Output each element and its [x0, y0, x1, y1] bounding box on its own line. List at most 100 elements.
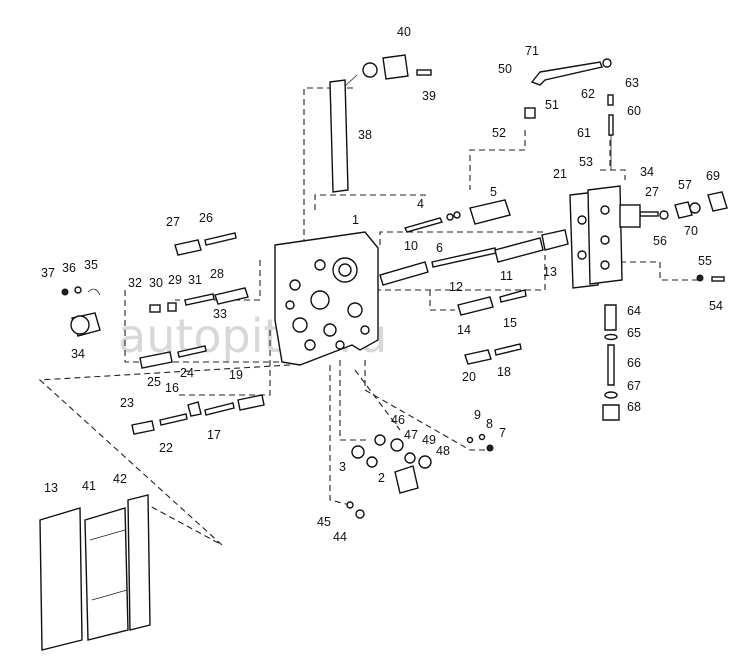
callout-13b: 13: [44, 481, 58, 495]
callout-23: 23: [120, 396, 134, 410]
spring-part-24: [177, 345, 207, 358]
callout-14: 14: [457, 323, 471, 337]
spring-part-26: [204, 232, 237, 246]
callout-32: 32: [128, 276, 142, 290]
callout-28: 28: [210, 267, 224, 281]
callout-2: 2: [378, 471, 385, 485]
pin-part-23: [131, 420, 155, 435]
callout-47: 47: [404, 428, 418, 442]
plug-part-27a: [174, 239, 202, 256]
callout-10: 10: [404, 239, 418, 253]
valve-body-part-1: [274, 231, 379, 366]
callout-31: 31: [188, 273, 202, 287]
callout-69: 69: [706, 169, 720, 183]
valve-part-14: [457, 296, 494, 316]
parts: [39, 54, 728, 651]
callout-3: 3: [339, 460, 346, 474]
callout-70: 70: [684, 224, 698, 238]
callout-51: 51: [545, 98, 559, 112]
pin-part-25: [139, 351, 173, 369]
callout-53: 53: [579, 155, 593, 169]
valve-part-64: [604, 304, 617, 331]
callout-6: 6: [436, 241, 443, 255]
callout-64: 64: [627, 304, 641, 318]
pin-part-19: [237, 394, 265, 411]
callout-34b: 34: [640, 165, 654, 179]
callout-39: 39: [422, 89, 436, 103]
callout-52: 52: [492, 126, 506, 140]
pipe-part-71: [530, 61, 603, 86]
callout-41: 41: [82, 479, 96, 493]
callout-36: 36: [62, 261, 76, 275]
spring-part-66: [607, 344, 615, 386]
callout-49: 49: [422, 433, 436, 447]
callout-33: 33: [213, 307, 227, 321]
spring-part-18: [494, 343, 522, 356]
plug-part-57: [674, 201, 693, 219]
callout-24: 24: [180, 366, 194, 380]
spring-part-17: [204, 402, 235, 416]
callout-34a: 34: [71, 347, 85, 361]
sleeve-part-5: [469, 199, 511, 225]
callout-27a: 27: [166, 215, 180, 229]
callout-68: 68: [627, 400, 641, 414]
plate-part-53: [587, 185, 623, 285]
callout-4: 4: [417, 197, 424, 211]
callout-22: 22: [159, 441, 173, 455]
callout-21: 21: [553, 167, 567, 181]
pin-part-20: [464, 349, 492, 365]
callout-63: 63: [625, 76, 639, 90]
callout-13a: 13: [543, 265, 557, 279]
callout-37: 37: [41, 266, 55, 280]
spring-part-15: [499, 289, 527, 303]
callout-57: 57: [678, 178, 692, 192]
callout-30: 30: [149, 276, 163, 290]
filter-part-41: [84, 507, 129, 641]
callout-67: 67: [627, 379, 641, 393]
callout-45: 45: [317, 515, 331, 529]
flange-part-40: [382, 54, 409, 80]
spring-part-22: [159, 413, 188, 426]
callout-35: 35: [84, 258, 98, 272]
callout-60: 60: [627, 104, 641, 118]
callout-48: 48: [436, 444, 450, 458]
callout-71: 71: [525, 44, 539, 58]
callout-29: 29: [168, 273, 182, 287]
callout-56: 56: [653, 234, 667, 248]
callout-61: 61: [577, 126, 591, 140]
callout-46: 46: [391, 413, 405, 427]
callout-7: 7: [499, 426, 506, 440]
callout-11: 11: [500, 269, 513, 283]
callout-20: 20: [462, 370, 476, 384]
callout-65: 65: [627, 326, 641, 340]
spring-part-11: [494, 237, 544, 263]
callout-50: 50: [498, 62, 512, 76]
callout-40: 40: [397, 25, 411, 39]
callout-27b: 27: [645, 185, 659, 199]
callout-38: 38: [358, 128, 372, 142]
valve-part-28: [214, 287, 249, 305]
callout-66: 66: [627, 356, 641, 370]
gasket-part-38: [329, 79, 349, 193]
spring-part-4: [403, 217, 444, 233]
callout-18: 18: [497, 365, 511, 379]
plug-part-48: [394, 465, 419, 494]
plug-part-68: [602, 404, 620, 421]
spring-part-31: [184, 293, 215, 306]
callout-26: 26: [199, 211, 213, 225]
callout-labels: 1 2 3 4 5 6 7 8 9 10 11 12 13 13 14 15 1…: [41, 25, 723, 544]
clip-part-16: [187, 401, 202, 417]
callout-1: 1: [352, 213, 359, 227]
gasket-part-13: [39, 507, 83, 651]
callout-12: 12: [449, 280, 463, 294]
plug-part-69: [707, 191, 728, 212]
callout-9: 9: [474, 408, 481, 422]
callout-5: 5: [490, 185, 497, 199]
callout-8: 8: [486, 417, 493, 431]
callout-54: 54: [709, 299, 723, 313]
callout-17: 17: [207, 428, 221, 442]
callout-44: 44: [333, 530, 347, 544]
gasket-part-42: [127, 494, 151, 631]
callout-19: 19: [229, 368, 243, 382]
